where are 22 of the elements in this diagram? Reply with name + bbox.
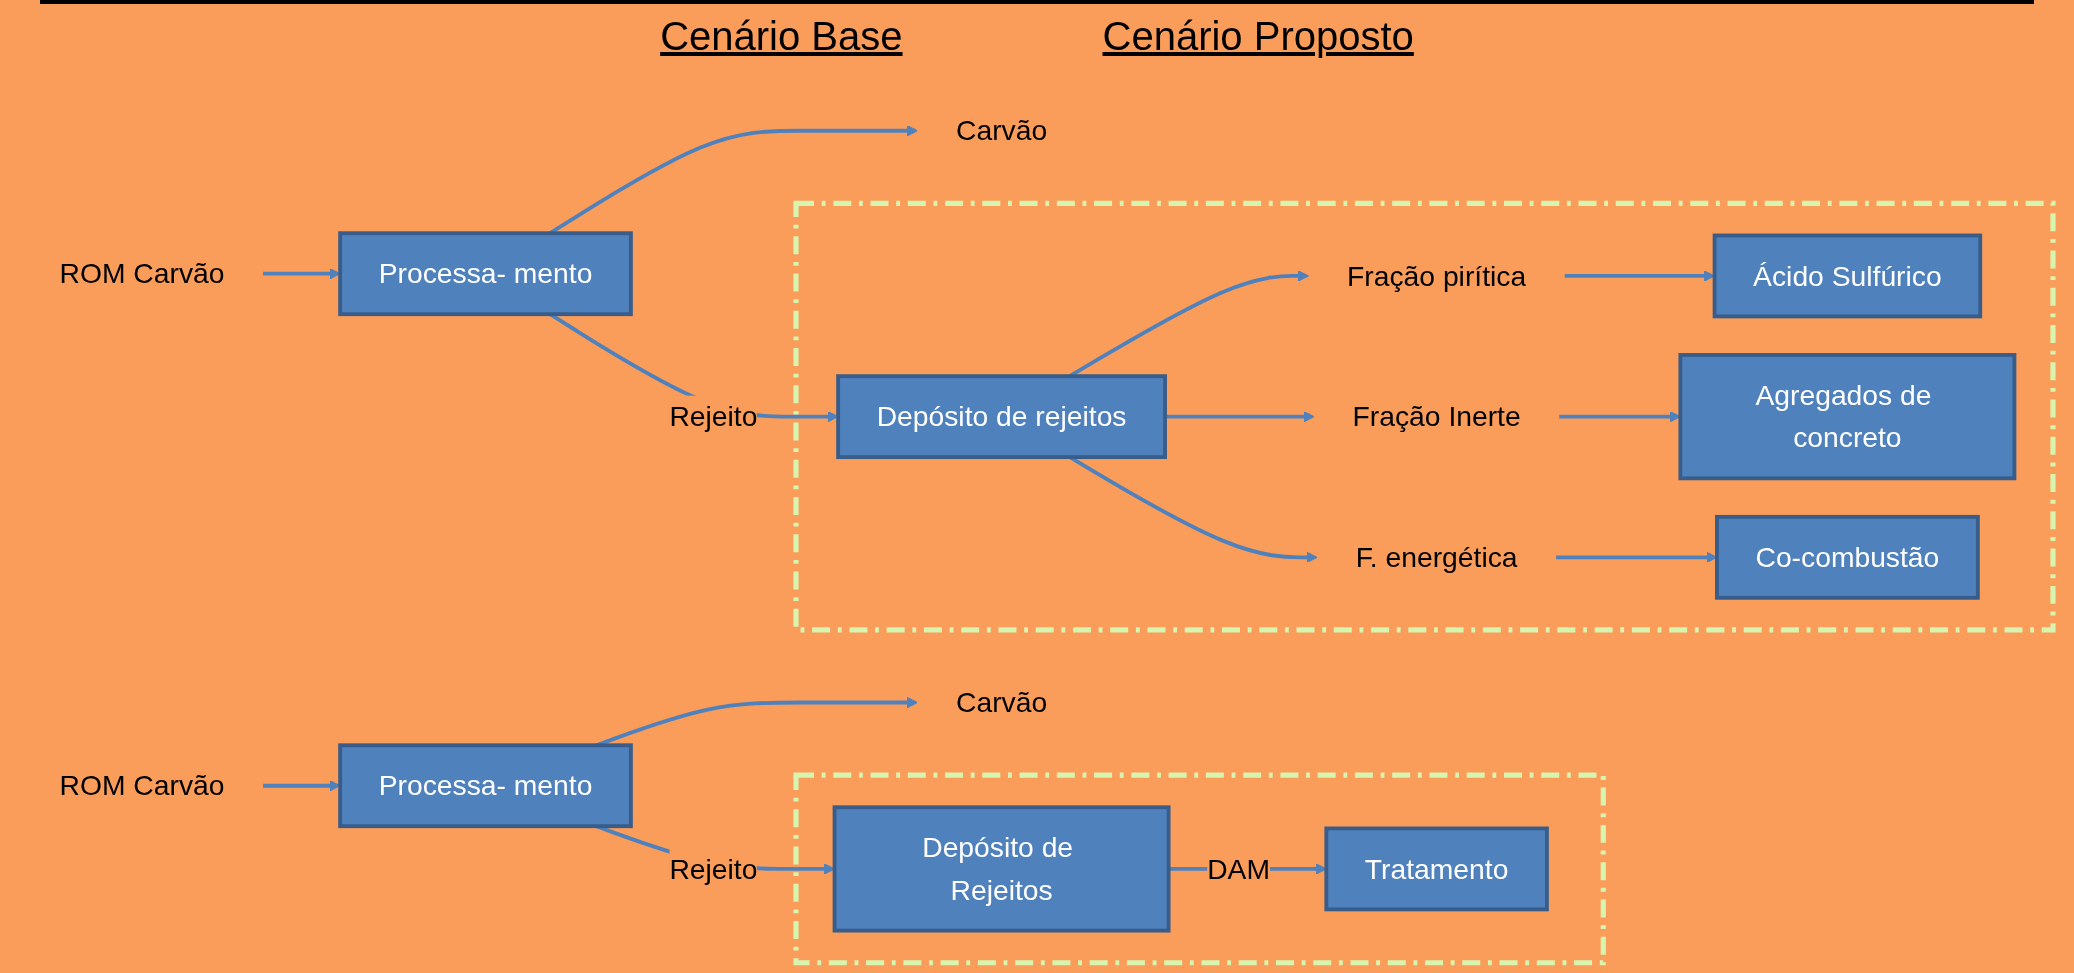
node-text: ROM Carvão xyxy=(59,769,225,802)
node-box: Depósito de rejeitos xyxy=(836,374,1167,460)
edge-label: Rejeito xyxy=(669,852,758,885)
scenario-heading: Cenário Base xyxy=(660,14,903,59)
node-box: Processa- mento xyxy=(338,743,633,829)
node-text: Carvão xyxy=(956,686,1048,719)
node-text: Carvão xyxy=(956,114,1048,147)
node-text: Fração Inerte xyxy=(1352,400,1521,433)
edge-label: Rejeito xyxy=(669,400,758,433)
scenario-heading: Cenário Proposto xyxy=(1102,14,1414,59)
node-box: Tratamento xyxy=(1324,826,1549,912)
node-box: Processa- mento xyxy=(338,231,633,317)
node-box: Co-combustão xyxy=(1715,514,1980,600)
node-box: Ácido Sulfúrico xyxy=(1712,233,1983,319)
node-text: ROM Carvão xyxy=(59,257,225,290)
cluster xyxy=(793,772,1606,966)
node-box: Agregados de concreto xyxy=(1678,353,2017,481)
edge-label: DAM xyxy=(1207,852,1270,885)
node-box: Depósito de Rejeitos xyxy=(832,805,1171,933)
node-text: F. energética xyxy=(1355,541,1518,574)
node-text: Fração pirítica xyxy=(1347,259,1527,293)
cluster xyxy=(793,200,2056,633)
